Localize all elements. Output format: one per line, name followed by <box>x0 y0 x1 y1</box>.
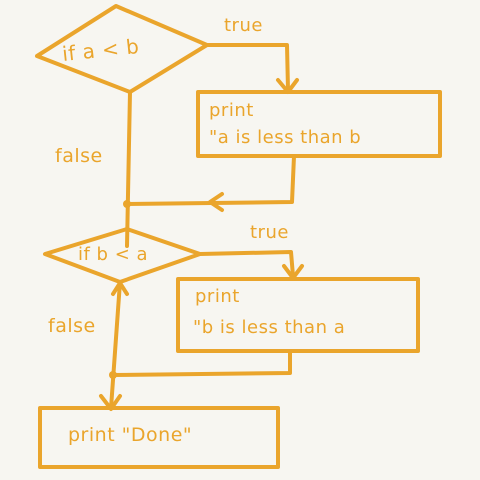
action-1-merge-connector <box>125 154 296 206</box>
merge-1-arrowhead <box>208 192 224 212</box>
d1-true-connector <box>205 43 290 92</box>
d1-false-label: false <box>55 145 103 167</box>
action-1-box <box>196 90 442 158</box>
action-2-box <box>176 277 420 353</box>
merge-2-dot <box>109 371 117 379</box>
action-2-line2: "b is less than a <box>193 317 346 338</box>
final-action-label: print "Done" <box>68 424 193 446</box>
merge-1-dot <box>123 200 131 208</box>
d2-true-connector <box>198 250 295 278</box>
d1-true-label: true <box>224 15 263 36</box>
decision-2-label: if b < a <box>78 244 149 265</box>
final-action-box <box>38 406 280 469</box>
action-1-line1: print <box>209 100 254 121</box>
action-2-line1: print <box>195 286 240 307</box>
d2-true-label: true <box>250 222 289 243</box>
d1-false-connector <box>125 90 132 248</box>
d2-false-label: false <box>48 315 96 337</box>
d2-false-arrowhead <box>111 281 129 296</box>
d2-false-connector <box>109 280 122 410</box>
action-1-line2: "a is less than b <box>209 127 362 148</box>
action-2-merge-connector <box>111 349 292 377</box>
